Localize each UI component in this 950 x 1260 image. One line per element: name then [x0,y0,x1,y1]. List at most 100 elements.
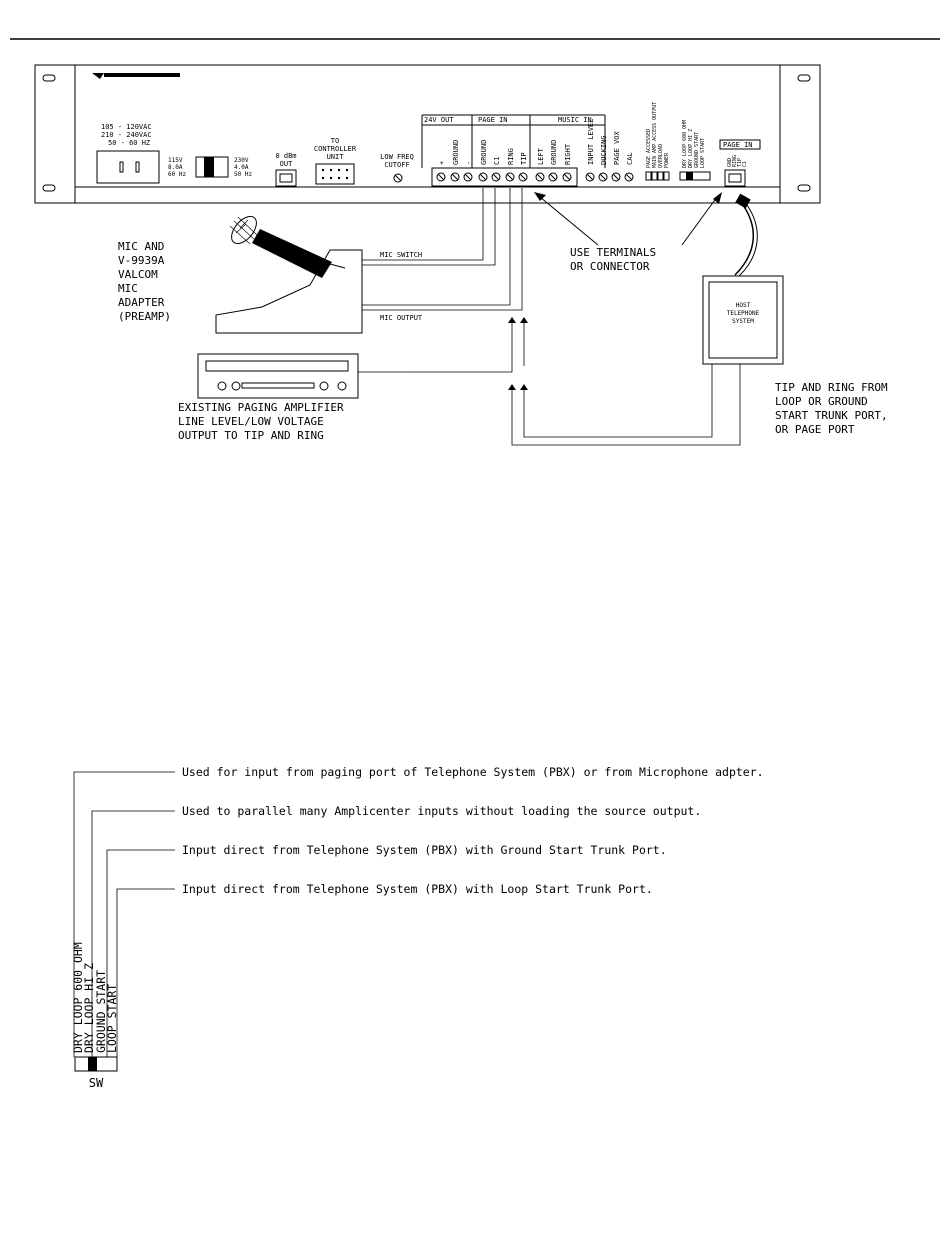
section-24v-out: 24V OUT [424,116,454,124]
panel-switch-label: GROUND START [694,132,700,168]
terminal-label: CAL [626,152,634,165]
panel-switch-label: DRY LOOP HI Z [688,129,694,168]
rj-pin-label: TIP [737,158,743,167]
page-in-rj-jack[interactable] [724,169,746,187]
terminal-label: LEFT [537,147,545,165]
terminal-screw[interactable] [505,172,515,182]
amplifier-knobs [217,381,347,391]
led-indicators [645,171,670,181]
terminal-screw[interactable] [562,172,572,182]
led-indicator [645,171,652,181]
switch-position-label: DRY LOOP 600 OHM [71,942,85,1053]
rack-hole [797,74,811,82]
terminal-screw[interactable] [611,172,621,182]
low-freq-knob[interactable] [393,173,403,183]
page-in-mode-switch[interactable] [679,171,711,181]
switch-position-label: DRY LOOP HI Z [82,963,96,1053]
controller-label: TO [331,137,339,145]
rj-pin-label: C1 [742,161,748,167]
panel-switch-label: DRY LOOP 600 OHM [682,120,688,168]
dbm-out-label: 0 dBm [275,152,296,160]
switch-position-label: GROUND START [94,970,108,1053]
terminal-screw[interactable] [548,172,558,182]
led-indicator [651,171,658,181]
rj-plug [735,193,751,209]
switch-230-label: 50 Hz [234,171,252,178]
terminal-screws [436,172,634,182]
tip-ring-label: START TRUNK PORT, [775,409,888,422]
terminal-label: DUCKING [600,135,608,165]
led-label: POWER [664,152,670,168]
jack-inner [279,173,293,183]
terminal-screw[interactable] [585,172,595,182]
amplifier-display [205,360,349,372]
microphone [229,215,346,278]
mic-adapter-label: VALCOM [118,268,158,281]
rack-hole [797,184,811,192]
terminal-screw[interactable] [518,172,528,182]
switch-position-label: LOOP START [105,984,119,1053]
terminal-screw[interactable] [535,172,545,182]
host-cable [738,204,758,277]
terminal-screw[interactable] [624,172,634,182]
legend-switch-knob [88,1057,97,1071]
mic-adapter-box [215,249,363,334]
terminal-section-frames [421,114,606,187]
terminal-screw[interactable] [463,172,473,182]
terminal-label: RIGHT [564,143,572,165]
terminal-screw[interactable] [450,172,460,182]
host-label: TELEPHONE [727,310,760,317]
terminal-label: INPUT LEVEL [587,119,595,165]
terminal-screw[interactable] [598,172,608,182]
paging-amplifier [197,353,359,399]
page-in-right-frame [719,139,761,150]
led-label: MAIN AMP ACCESS OUTPUT [652,102,658,168]
mic-output-label: MIC OUTPUT [380,314,423,322]
voltage-label: 210 - 240VAC [101,131,152,139]
switch-desc-dry-loop-600: Used for input from paging port of Telep… [182,765,764,779]
controller-label: CONTROLLER [314,145,357,153]
sw-label: SW [89,1076,104,1090]
section-page-in: PAGE IN [478,116,508,124]
switch-legend-leaders [73,771,175,1057]
switch-desc-loop-start: Input direct from Telephone System (PBX)… [182,882,653,896]
host-label: SYSTEM [732,318,754,325]
led-indicator [663,171,670,181]
page-in-right-label: PAGE IN [723,141,753,149]
mic-adapter-label: ADAPTER [118,296,165,309]
host-telephone-outer [702,275,784,365]
terminal-screw[interactable] [491,172,501,182]
voltage-label: 50 - 60 HZ [108,139,150,147]
terminal-screw[interactable] [478,172,488,182]
terminal-label: PAGE VOX [613,130,621,165]
connector-pins [321,168,349,180]
arrowhead [534,192,546,201]
amplifier-label: LINE LEVEL/LOW VOLTAGE [178,415,324,428]
jack-inner [728,173,742,183]
mode-switch-knob [686,172,693,180]
terminal-screw[interactable] [436,172,446,182]
switch-desc-ground-start: Input direct from Telephone System (PBX)… [182,843,667,857]
rack-panel [34,64,821,204]
controller-connector[interactable] [315,163,355,185]
host-telephone-inner [708,281,778,359]
low-freq-label: CUTOFF [384,161,409,169]
arrowhead [713,192,722,204]
use-terminals-arrows [539,196,718,246]
terminal-label: C1 [493,157,501,165]
switch-230-label: 230V [234,157,249,164]
terminal-label: GROUND [480,140,488,165]
mic-adapter-label: MIC AND [118,240,164,253]
host-label: HOST [736,302,751,309]
power-pin [135,161,140,173]
amplifier-label: OUTPUT TO TIP AND RING [178,429,324,442]
terminal-label: TIP [520,152,528,165]
switch-115-label: 60 Hz [168,171,186,178]
panel-switch-label: LOOP START [700,138,706,168]
dbm-out-jack[interactable] [275,169,297,187]
rj-pin-label: GND [727,158,733,167]
